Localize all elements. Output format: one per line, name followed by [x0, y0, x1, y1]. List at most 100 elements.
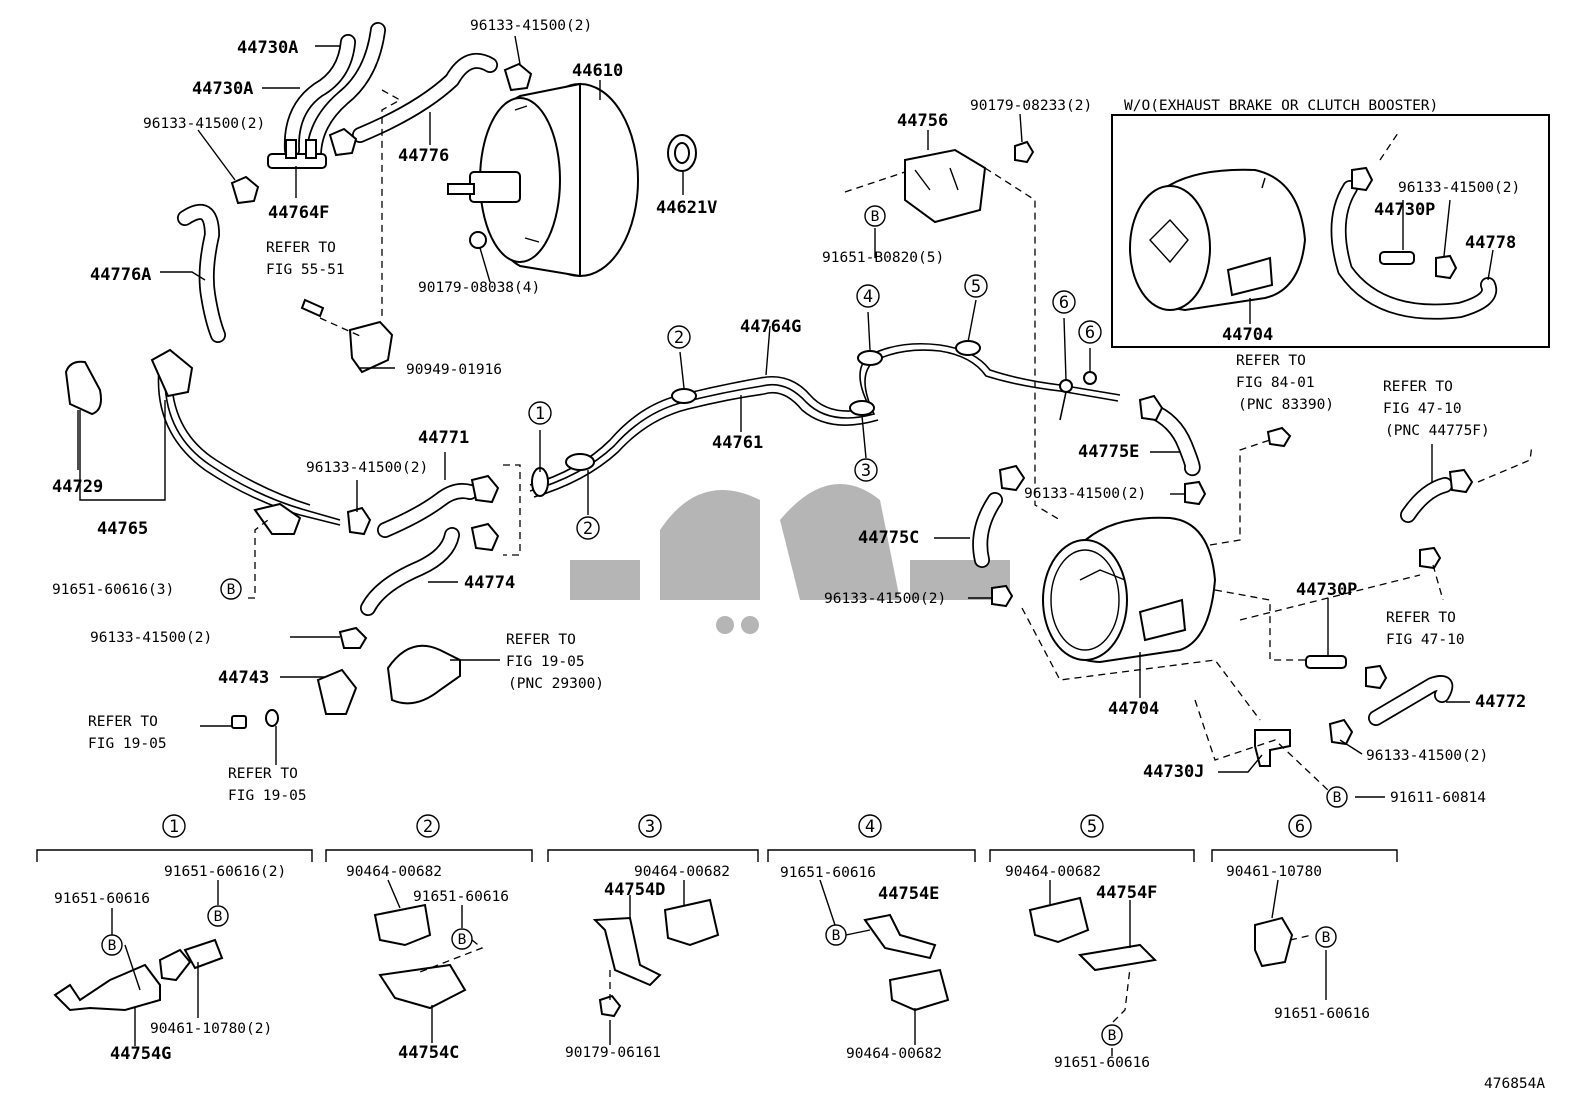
- label-44729: 44729: [52, 477, 103, 497]
- detail-6-parts: [1254, 916, 1294, 968]
- callout-3: 3: [861, 461, 871, 481]
- label-90179-08233: 90179-08233(2): [970, 98, 1092, 114]
- dash-bracket: [503, 464, 521, 556]
- detail-6-label: 90461-10780: [1226, 864, 1322, 880]
- callout-4: 4: [863, 287, 873, 307]
- detail-1-label: 90461-10780(2): [150, 1021, 272, 1037]
- refer-fig-19-05: FIG 19-05: [88, 736, 167, 752]
- label-44704: 44704: [1108, 699, 1159, 719]
- leader-44765: [79, 400, 166, 501]
- b-marker: B: [227, 582, 236, 598]
- leader-lines: [77, 35, 1494, 1056]
- label-44776: 44776: [398, 146, 449, 166]
- detail-3-label: 90464-00682: [634, 864, 730, 880]
- refer-fig-47-10: REFER TO: [1383, 379, 1453, 395]
- b-marker: B: [214, 909, 223, 925]
- seal-44621v: [667, 134, 697, 172]
- label-44730a: 44730A: [237, 38, 298, 58]
- label-90179-08038: 90179-08038(4): [418, 280, 540, 296]
- refer-fig-19-05: REFER TO: [506, 632, 576, 648]
- refer-fig-47-10: REFER TO: [1386, 610, 1456, 626]
- label-44743: 44743: [218, 668, 269, 688]
- dash-44730p: [1214, 589, 1310, 661]
- union-44764f: [267, 139, 327, 169]
- label-44730a: 44730A: [192, 79, 253, 99]
- clamps-right: [991, 394, 1207, 608]
- label-44756: 44756: [897, 111, 948, 131]
- label-clamp: 96133-41500(2): [824, 591, 946, 607]
- callout-6: 6: [1059, 293, 1069, 313]
- bracket-44756: [904, 140, 1035, 224]
- refer-fig-47-10: FIG 47-10: [1386, 632, 1465, 648]
- label-44764f: 44764F: [268, 203, 329, 223]
- pipe-assembly-44765: [150, 348, 341, 535]
- vacuum-pump: [386, 644, 461, 705]
- detail-1-parts: [53, 938, 224, 1012]
- label-44764g: 44764G: [740, 317, 801, 337]
- detail-5-label: 90464-00682: [1005, 864, 1101, 880]
- refer-fig-84-01: REFER TO: [1236, 353, 1306, 369]
- detail-4-label: 91651-60616: [780, 865, 876, 881]
- hose-44776: [352, 53, 498, 143]
- dash-right-ref: [1239, 574, 1421, 621]
- detail-1-label: 44754G: [110, 1044, 171, 1064]
- label-44610: 44610: [572, 61, 623, 81]
- detail-3-label: 44754D: [604, 880, 665, 900]
- label-clamp: 96133-41500(2): [143, 116, 265, 132]
- union-44730p: [1305, 655, 1388, 690]
- clamp-44772: [1328, 718, 1354, 746]
- callout-text: 1 2 2 3 4 5 6 6 1 2 3 4 5 6: [169, 277, 1305, 837]
- sensor-83390: [1266, 426, 1292, 448]
- dash-tank: [1021, 607, 1261, 721]
- label-44730p: 44730P: [1374, 200, 1435, 220]
- refer-fig-19-05: REFER TO: [228, 766, 298, 782]
- detail-6-label: 91651-60616: [1274, 1006, 1370, 1022]
- part-labels: 44730A 44730A 96133-41500(2) 96133-41500…: [52, 18, 1545, 1092]
- refer-fig-47-10: (PNC 44775F): [1385, 423, 1490, 439]
- b-marker: B: [871, 209, 880, 225]
- label-clamp: 96133-41500(2): [306, 460, 428, 476]
- detail-1-label: 91651-60616: [54, 891, 150, 907]
- refer-fig-47-10: FIG 47-10: [1383, 401, 1462, 417]
- flange-44729: [64, 360, 102, 416]
- label-44775e: 44775E: [1078, 442, 1139, 462]
- wo-box-title: W/O(EXHAUST BRAKE OR CLUTCH BOOSTER): [1124, 98, 1438, 114]
- detail-1-label: 91651-60616(2): [164, 864, 286, 880]
- hose-44775c: [972, 492, 1003, 568]
- detail-2-parts: [373, 903, 467, 1010]
- wo-box: [1111, 114, 1550, 348]
- brake-booster-44610: [447, 82, 639, 278]
- label-91651-b0820: 91651-B0820(5): [822, 250, 944, 266]
- pipe-44761-44764g: [529, 340, 1121, 498]
- hose-44772: [1368, 675, 1454, 726]
- b-marker: B: [1322, 930, 1331, 946]
- label-44774: 44774: [464, 573, 515, 593]
- b-markers: [101, 205, 1348, 1046]
- b-marker: B: [458, 932, 467, 948]
- detail-5-label: 44754F: [1096, 883, 1157, 903]
- label-90949-01916: 90949-01916: [406, 362, 502, 378]
- bracket-90949: [300, 298, 394, 374]
- label-44772: 44772: [1475, 692, 1526, 712]
- label-44704: 44704: [1222, 325, 1273, 345]
- detail-3-parts: [592, 898, 720, 1018]
- refer-fig-19-05: (PNC 29300): [508, 676, 604, 692]
- clamps-mid: [338, 474, 500, 649]
- label-91611-60814: 91611-60814: [1390, 790, 1486, 806]
- detail-3-number: 3: [645, 817, 655, 837]
- label-clamp: 96133-41500(2): [1366, 748, 1488, 764]
- hose-44771: [377, 483, 478, 538]
- label-44730p: 44730P: [1296, 580, 1357, 600]
- refer-fig-19-05: REFER TO: [88, 714, 158, 730]
- detail-1-number: 1: [169, 817, 179, 837]
- label-clamp: 96133-41500(2): [1024, 486, 1146, 502]
- detail-5-label: 91651-60616: [1054, 1055, 1150, 1071]
- hose-44775f: [1400, 444, 1533, 570]
- detail-4-number: 4: [865, 817, 875, 837]
- callout-5: 5: [971, 277, 981, 297]
- callout-2: 2: [583, 519, 593, 539]
- label-clamp: 96133-41500(2): [1398, 180, 1520, 196]
- label-clamp: 96133-41500(2): [470, 18, 592, 34]
- hose-44774: [360, 527, 460, 616]
- b-marker-text: B B B B B B B B B: [108, 209, 1342, 1044]
